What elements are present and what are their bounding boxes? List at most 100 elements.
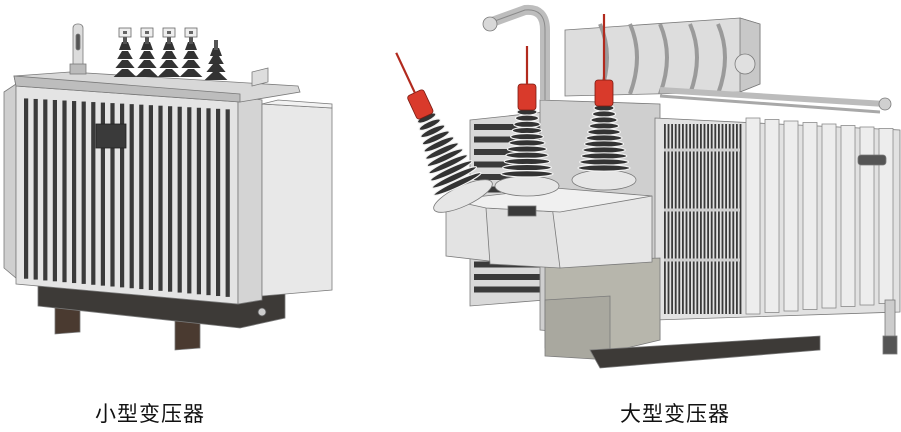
large-right-fin-dense [685,124,688,314]
caption-large-transformer: 大型变压器 [620,402,730,426]
small-fin [110,103,115,287]
small-fin [72,101,77,284]
large-right-panel [783,120,799,312]
large-right-fin-dense [739,124,742,314]
large-right-panel [821,123,837,309]
large-left-fin [474,274,542,280]
large-left-fin [474,149,542,155]
large-conservator-band [628,23,639,95]
small-tap-handle-slot [75,33,81,51]
small-fin [100,102,105,286]
small-fin [196,107,201,295]
small-bushing-shed [183,51,199,59]
small-bushing-shed [117,51,133,59]
large-transformer-illustration [395,4,901,369]
large-bushing [494,46,560,197]
large-bushing-shed [425,142,459,160]
large-bushing-shed [418,118,441,131]
large-gauge [857,154,887,166]
large-breather-pipe-outline [491,9,546,100]
small-bushing-shed [119,42,131,50]
small-bushing-terminal-hole [145,31,149,34]
large-bushing-shed [505,151,549,160]
small-bushing-stud [145,34,149,44]
small-bushing-shed [185,42,197,50]
small-drain-valve [257,307,267,317]
large-bushing-shed [429,160,473,182]
large-right-panel [802,122,818,310]
large-right-panel [859,126,875,306]
large-bushings [395,14,637,213]
large-bushing-shed [421,130,450,146]
large-bushing-shed [511,126,543,135]
large-rail-mid [659,94,881,114]
small-bushing-shed [135,69,159,77]
large-bushing-shed [513,120,541,129]
large-right-fin-dense [710,124,713,314]
caption-small-transformer: 小型变压器 [95,402,205,426]
small-tap-base [69,63,87,75]
large-right-fin-dense [678,124,681,314]
large-conservator-band [688,23,699,95]
small-bushing-shed [159,60,179,68]
small-lid-bracket [251,67,269,87]
small-bushing-shed [179,69,203,77]
large-bushing-flange [571,169,637,191]
small-bushing [179,27,203,77]
small-right-cover-edge [261,99,333,109]
large-right-fin-dense [725,124,727,314]
small-right-side [237,95,263,305]
large-bushing-box-center [485,207,561,269]
small-fin [148,105,153,290]
large-bushing-flange [494,175,560,197]
small-fin [139,104,144,290]
large-right-fin-dense [736,124,738,314]
large-right-fin-dense [707,124,709,314]
large-right-fin-dense [674,124,677,314]
large-bushing-shed [420,124,446,139]
large-right-fin-dense [667,124,670,314]
small-bushing-terminal-hole [123,31,127,34]
large-left-fin [474,124,542,130]
small-bushing-shed [115,60,135,68]
small-left-side [3,83,17,279]
large-right-fin-dense [718,124,720,314]
large-right-fin-dense [689,124,691,314]
small-fin [225,109,230,297]
large-right-fin-dense [732,124,735,314]
small-fin [24,98,29,279]
large-bushing-cap [407,89,434,120]
small-bushing [157,27,181,77]
large-right-fin-dense [696,124,699,314]
large-right-leg-foot [882,335,898,355]
large-bushing-shed [506,145,548,153]
small-bushing-shed [161,51,177,59]
large-rail-top [659,87,886,107]
large-bushing-shed [423,136,455,153]
small-fin [33,98,38,280]
small-bushing-terminal-hole [167,31,171,34]
large-right-fin-dense [703,124,706,314]
small-bushing [135,27,159,77]
large-right-fin-dense [700,124,702,314]
small-transformer-illustration [3,23,333,351]
large-bushing-cap [517,83,537,111]
small-fin [129,104,134,289]
large-right-fin-dense [664,124,666,314]
small-lid-rim [13,75,241,103]
small-bushing-stud [214,40,218,50]
small-fin [91,102,96,285]
large-bushing-shed [502,163,553,172]
small-fin [81,101,86,284]
large-bushing [395,52,493,213]
small-fin [43,99,48,281]
small-bushing-shed [157,69,181,77]
small-fin [177,106,182,293]
large-right-fin-dense [682,124,684,314]
small-fin [187,107,192,294]
large-left-fin [474,136,542,143]
small-bushing-shed [113,69,137,77]
large-right-fin-dense [728,124,731,314]
large-right-fin-dense [671,124,673,314]
